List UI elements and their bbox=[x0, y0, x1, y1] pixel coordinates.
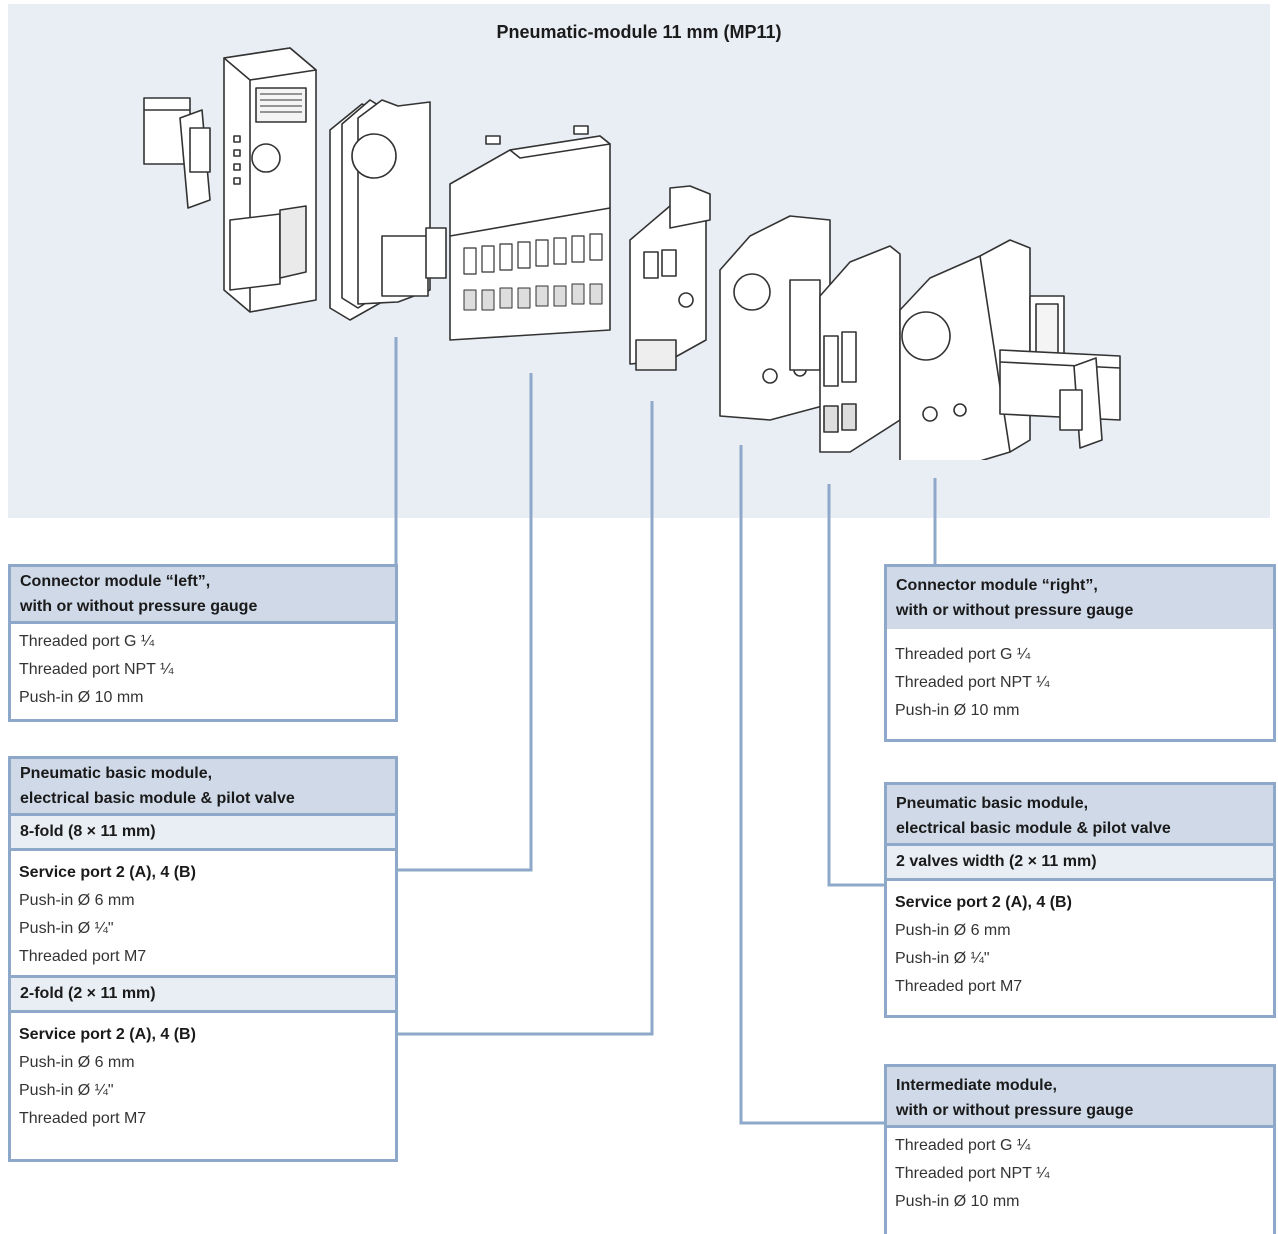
connector-line-2fold bbox=[396, 401, 654, 1036]
connector-line-intermediate bbox=[739, 445, 886, 1125]
section-label-2width: 2 valves width (2 × 11 mm) bbox=[887, 843, 1273, 881]
box-body: Service port 2 (A), 4 (B) Push-in Ø 6 mm… bbox=[887, 881, 1273, 1007]
diagram-title: Pneumatic-module 11 mm (MP11) bbox=[496, 22, 782, 42]
list-item: Push-in Ø ¼" bbox=[895, 950, 990, 967]
list-item: Threaded port G ¼ bbox=[895, 646, 1031, 663]
list-item: Threaded port G ¼ bbox=[19, 633, 155, 650]
din-rail-left bbox=[143, 97, 211, 209]
connector-line-2width bbox=[827, 484, 886, 887]
box-body: Threaded port G ¼ Threaded port NPT ¼ Pu… bbox=[11, 621, 395, 718]
list-item: Push-in Ø 10 mm bbox=[19, 689, 144, 706]
box-body: Service port 2 (A), 4 (B) Push-in Ø 6 mm… bbox=[11, 851, 395, 975]
list-item: Push-in Ø ¼" bbox=[19, 1082, 114, 1099]
connector-module-right-box: Connector module “right”, with or withou… bbox=[884, 564, 1276, 742]
valve-terminal-drawing bbox=[143, 47, 1121, 460]
box-body: Service port 2 (A), 4 (B) Push-in Ø 6 mm… bbox=[11, 1013, 395, 1139]
list-item: Threaded port M7 bbox=[895, 978, 1023, 995]
list-item: Push-in Ø 10 mm bbox=[895, 1193, 1020, 1210]
section-label-2fold: 2-fold (2 × 11 mm) bbox=[11, 975, 395, 1013]
list-item: Push-in Ø 6 mm bbox=[19, 1054, 135, 1071]
list-item: Threaded port G ¼ bbox=[895, 1137, 1031, 1154]
box-header: Pneumatic basic module, electrical basic… bbox=[887, 785, 1273, 843]
box-body: Threaded port G ¼ Threaded port NPT ¼ Pu… bbox=[887, 629, 1273, 731]
intermediate-module-box: Intermediate module, with or without pre… bbox=[884, 1064, 1276, 1234]
basic-module-right-box: Pneumatic basic module, electrical basic… bbox=[884, 782, 1276, 1018]
list-item: Push-in Ø ¼" bbox=[19, 920, 114, 937]
basic-module-left-box: Pneumatic basic module, electrical basic… bbox=[8, 756, 398, 1162]
section-heading: Service port 2 (A), 4 (B) bbox=[19, 1026, 196, 1043]
connector-module-left-drawing bbox=[329, 99, 447, 321]
list-item: Push-in Ø 10 mm bbox=[895, 702, 1020, 719]
section-heading: Service port 2 (A), 4 (B) bbox=[895, 894, 1072, 911]
valve-block-2fold bbox=[629, 185, 711, 371]
list-item: Threaded port NPT ¼ bbox=[19, 661, 174, 678]
box-header: Connector module “left”, with or without… bbox=[11, 567, 395, 621]
bus-coupler bbox=[223, 47, 317, 313]
connector-line-8fold bbox=[396, 373, 533, 872]
section-label-8fold: 8-fold (8 × 11 mm) bbox=[11, 813, 395, 851]
valve-block-8fold bbox=[449, 125, 611, 341]
box-body: Threaded port G ¼ Threaded port NPT ¼ Pu… bbox=[887, 1125, 1273, 1222]
list-item: Threaded port NPT ¼ bbox=[895, 1165, 1050, 1182]
list-item: Threaded port NPT ¼ bbox=[895, 674, 1050, 691]
connector-module-left-box: Connector module “left”, with or without… bbox=[8, 564, 398, 722]
list-item: Push-in Ø 6 mm bbox=[895, 922, 1011, 939]
box-header: Pneumatic basic module, electrical basic… bbox=[11, 759, 395, 813]
list-item: Threaded port M7 bbox=[19, 948, 147, 965]
box-header: Connector module “right”, with or withou… bbox=[887, 567, 1273, 629]
list-item: Threaded port M7 bbox=[19, 1110, 147, 1127]
din-rail-right bbox=[999, 349, 1121, 449]
section-heading: Service port 2 (A), 4 (B) bbox=[19, 864, 196, 881]
list-item: Push-in Ø 6 mm bbox=[19, 892, 135, 909]
box-header: Intermediate module, with or without pre… bbox=[887, 1067, 1273, 1125]
